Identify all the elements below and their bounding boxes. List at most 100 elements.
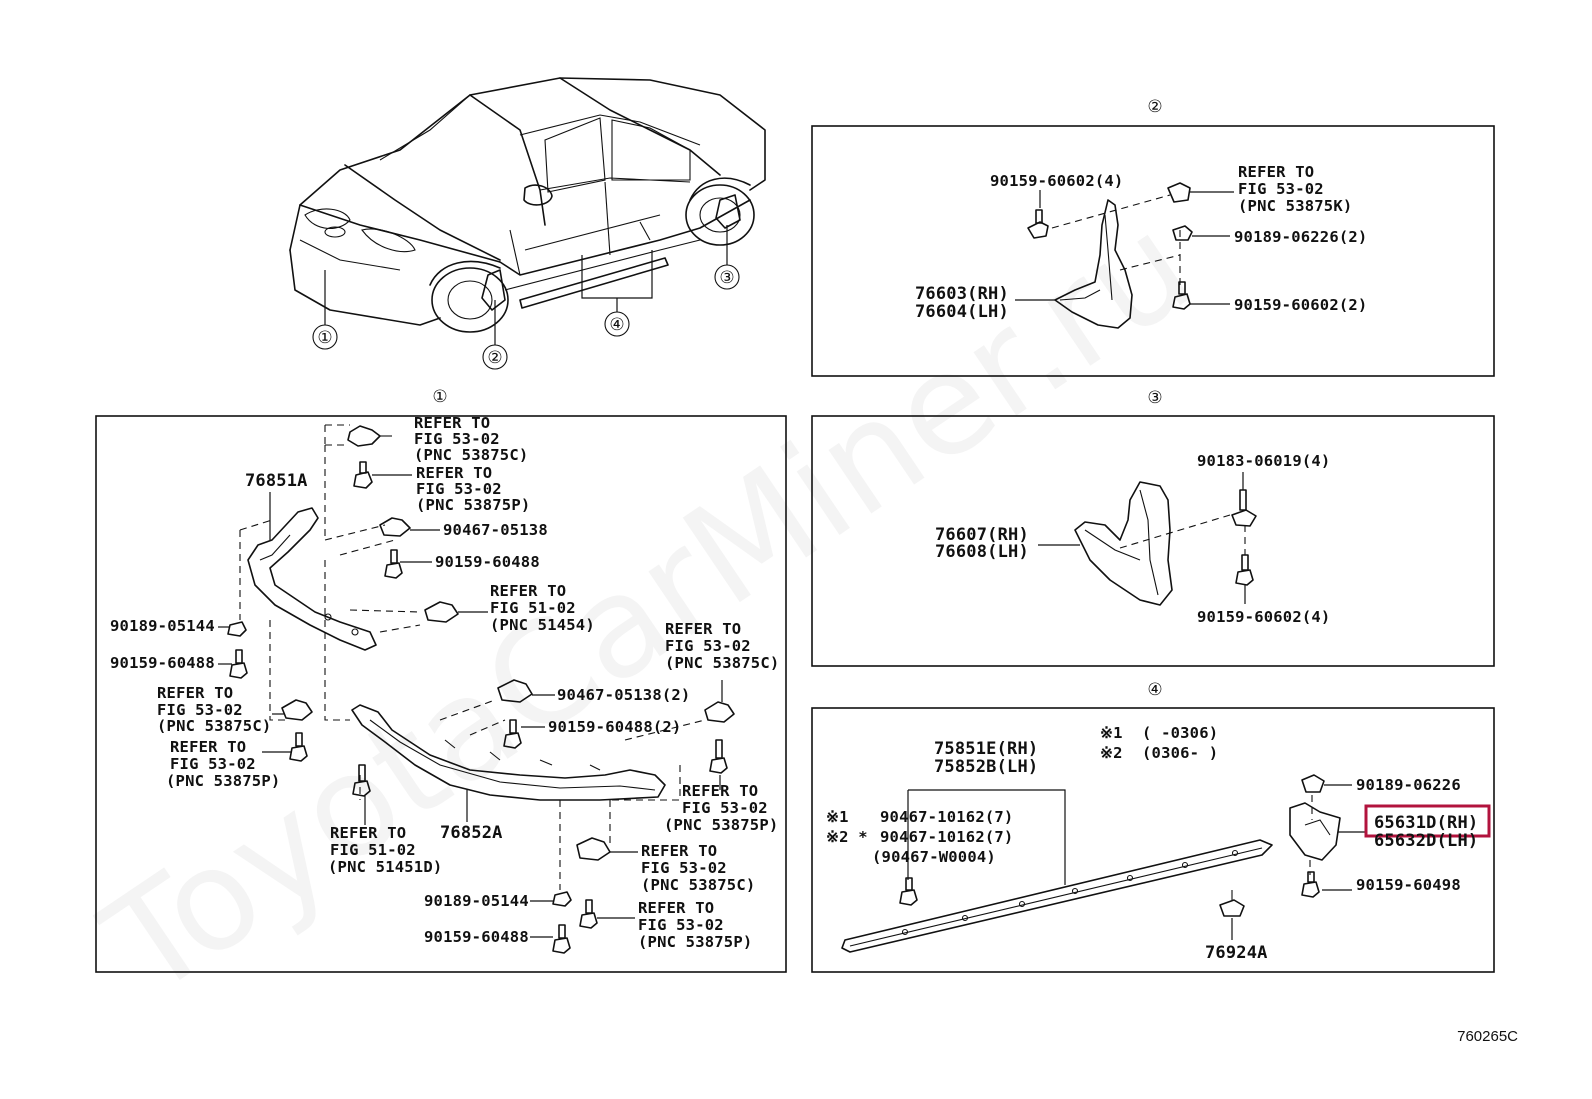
label-ref9-b: FIG 53-02: [641, 859, 727, 877]
note-1-range: ( -0306): [1142, 724, 1218, 742]
figure-id: 760265C: [1457, 1028, 1518, 1045]
label-ref2-c: (PNC 53875P): [416, 496, 530, 514]
label-76924a: 76924A: [1205, 943, 1268, 963]
label-90189-05144: 90189-05144: [110, 617, 215, 635]
label-76851a: 76851A: [245, 471, 308, 491]
note-2-range: (0306- ): [1142, 744, 1218, 762]
bolt-icon: [384, 549, 403, 579]
note-2-mark: ※2: [1100, 744, 1123, 762]
label-76608: 76608(LH): [935, 542, 1029, 562]
label-ref8-b: FIG 51-02: [330, 841, 416, 859]
panel-2-title: ②: [1147, 97, 1162, 117]
clip-icon: [347, 425, 392, 447]
label-ref-c: (PNC 53875K): [1238, 197, 1352, 215]
label-ref7-a: REFER TO: [682, 782, 758, 800]
panel-4-rocker-moulding: ④: [811, 680, 1495, 973]
label-ref1-c: (PNC 53875C): [414, 446, 528, 464]
label-90467-10162-b: 90467-10162(7): [880, 828, 1013, 846]
label-ref1-b: FIG 53-02: [414, 430, 500, 448]
clip-icon: [497, 679, 533, 703]
car-overview: ① ② ③ ④: [289, 77, 766, 370]
label-ref2-a: REFER TO: [416, 464, 492, 482]
bolt-icon: [352, 764, 371, 797]
panel-3-rear-mudguard: ③ 90183-06019(4) 76607(RH) 76608(LH) 901…: [811, 388, 1495, 667]
label-ref10-c: (PNC 53875P): [638, 933, 752, 951]
panel-3-title: ③: [1147, 388, 1162, 408]
label-76852a: 76852A: [440, 823, 503, 843]
label-ref4-c: (PNC 53875C): [157, 717, 271, 735]
nut-icon: [1172, 225, 1193, 241]
highlight-box: [1364, 804, 1491, 838]
label-ref-a: REFER TO: [1238, 163, 1314, 181]
panel-1-title: ①: [432, 387, 447, 407]
clip-icon: [1167, 182, 1191, 203]
note-2-label: ※2 *: [826, 828, 868, 846]
panel-1-front-spoiler: ①: [95, 387, 787, 973]
label-90159-60488-2: 90159-60488(2): [548, 718, 681, 736]
clip-icon: [576, 837, 611, 861]
label-ref8-a: REFER TO: [330, 824, 406, 842]
label-76603: 76603(RH): [915, 284, 1009, 304]
bolt-icon: [1027, 209, 1049, 239]
label-ref6-b: FIG 53-02: [665, 637, 751, 655]
label-ref8-c: (PNC 51451D): [328, 858, 442, 876]
label-ref7-c: (PNC 53875P): [664, 816, 778, 834]
label-ref3-a: REFER TO: [490, 582, 566, 600]
label-ref6-c: (PNC 53875C): [665, 654, 779, 672]
label-ref3-b: FIG 51-02: [490, 599, 576, 617]
label-90159-60602-2: 90159-60602(2): [1234, 296, 1367, 314]
bolt-icon: [709, 739, 728, 774]
label-65631d: 65631D(RH): [1374, 813, 1478, 833]
label-ref3-c: (PNC 51454): [490, 616, 595, 634]
nut-icon: [1219, 890, 1245, 917]
label-90159-60488-b: 90159-60488: [110, 654, 215, 672]
callout-4: ④: [609, 315, 624, 335]
label-90159-60488: 90159-60488: [435, 553, 540, 571]
label-ref5-b: FIG 53-02: [170, 755, 256, 773]
label-90467-10162-a: 90467-10162(7): [880, 808, 1013, 826]
label-76604: 76604(LH): [915, 302, 1009, 322]
label-ref5-c: (PNC 53875P): [166, 772, 280, 790]
label-65632d: 65632D(LH): [1374, 831, 1478, 851]
bolt-icon: [503, 719, 522, 749]
bolt-icon: [899, 877, 918, 906]
label-90189-06226: 90189-06226: [1356, 776, 1461, 794]
callout-3: ③: [719, 268, 734, 288]
clip-icon: [281, 699, 313, 721]
bolt-icon: [552, 924, 571, 954]
label-ref10-b: FIG 53-02: [638, 916, 724, 934]
label-90159-60488-c: 90159-60488: [424, 928, 529, 946]
nut-icon: [227, 621, 247, 637]
label-90183-06019: 90183-06019(4): [1197, 452, 1330, 470]
bolt-icon: [1172, 281, 1191, 310]
label-ref1-a: REFER TO: [414, 414, 490, 432]
label-90189-05144-b: 90189-05144: [424, 892, 529, 910]
nut-icon: [1231, 489, 1257, 527]
bolt-icon: [289, 732, 308, 762]
label-ref6-a: REFER TO: [665, 620, 741, 638]
note-1-mark: ※1: [1100, 724, 1123, 742]
label-ref4-a: REFER TO: [157, 684, 233, 702]
label-ref7-b: FIG 53-02: [682, 799, 768, 817]
bolt-icon: [229, 649, 248, 679]
clip-icon: [1301, 774, 1325, 793]
label-ref-b: FIG 53-02: [1238, 180, 1324, 198]
label-ref2-b: FIG 53-02: [416, 480, 502, 498]
note-1-label: ※1: [826, 808, 849, 826]
clip-icon: [704, 701, 735, 723]
label-76607: 76607(RH): [935, 525, 1029, 545]
label-ref10-a: REFER TO: [638, 899, 714, 917]
bolt-icon: [353, 461, 373, 489]
panel-2-front-mudguard: ② 90159-60602(4) REFER T: [811, 97, 1495, 377]
label-90159-60602-4: 90159-60602(4): [1197, 608, 1330, 626]
label-90159-60602-4: 90159-60602(4): [990, 172, 1123, 190]
panel-4-title: ④: [1147, 680, 1162, 700]
label-75852b: 75852B(LH): [934, 757, 1038, 777]
clip-icon: [424, 601, 459, 623]
callout-2: ②: [487, 348, 502, 368]
label-90189-06226-2: 90189-06226(2): [1234, 228, 1367, 246]
label-ref9-c: (PNC 53875C): [641, 876, 755, 894]
label-90467-05138-2: 90467-05138(2): [557, 686, 690, 704]
label-90467-w0004: (90467-W0004): [872, 848, 996, 866]
